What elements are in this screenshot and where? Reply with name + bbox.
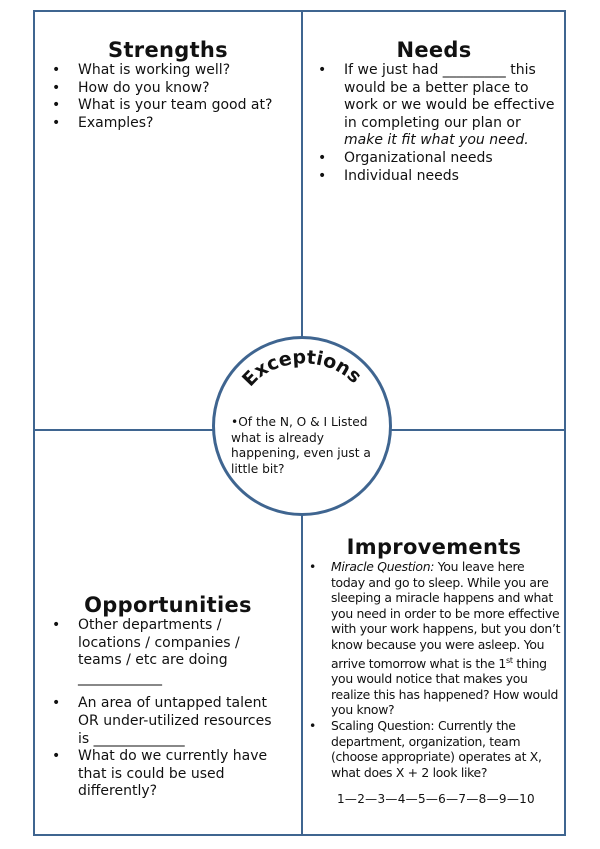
- opportunities-section: Opportunities Other departments / locati…: [36, 593, 300, 801]
- list-item: What do we currently have that is could …: [52, 748, 282, 801]
- superscript: st: [506, 655, 513, 665]
- strengths-title: Strengths: [108, 38, 228, 62]
- needs-text: If we just had _________ this would be a…: [344, 62, 555, 131]
- list-item: Individual needs: [318, 168, 557, 186]
- needs-section: Needs If we just had _________ this woul…: [303, 38, 565, 185]
- list-item: An area of untapped talent OR under-util…: [52, 695, 282, 748]
- improvements-title: Improvements: [346, 535, 522, 559]
- svg-text:Exceptions: Exceptions: [238, 346, 366, 391]
- list-item: Organizational needs: [318, 150, 557, 168]
- improvements-list: Miracle Question: You leave here today a…: [303, 559, 565, 780]
- worksheet-frame: [33, 10, 566, 836]
- strengths-section: Strengths What is working well? How do y…: [36, 38, 300, 132]
- list-item: What is your team good at?: [52, 97, 300, 115]
- miracle-label: Miracle Question:: [331, 559, 435, 574]
- list-item: If we just had _________ this would be a…: [318, 62, 557, 150]
- scale-line: 1—2—3—4—5—6—7—8—9—10: [337, 792, 535, 807]
- list-item: Examples?: [52, 115, 300, 133]
- improvements-section: Improvements Miracle Question: You leave…: [303, 535, 565, 806]
- needs-italic-text: make it fit what you need.: [344, 132, 529, 149]
- exceptions-circle: Exceptions •Of the N, O & I Listed what …: [212, 336, 392, 516]
- opportunities-list: Other departments / locations / companie…: [36, 617, 300, 801]
- list-item: What is working well?: [52, 62, 300, 80]
- exceptions-arc-title: Exceptions: [238, 346, 366, 391]
- strengths-list: What is working well? How do you know? W…: [36, 62, 300, 132]
- exceptions-title: Exceptions: [238, 346, 366, 391]
- needs-list: If we just had _________ this would be a…: [303, 62, 565, 185]
- list-item: Other departments / locations / companie…: [52, 617, 282, 687]
- miracle-text: You leave here today and go to sleep. Wh…: [331, 559, 561, 671]
- list-item: How do you know?: [52, 80, 300, 98]
- list-item: Miracle Question: You leave here today a…: [309, 559, 561, 718]
- opportunities-title: Opportunities: [84, 593, 252, 617]
- needs-title: Needs: [396, 38, 472, 62]
- list-item: Scaling Question: Currently the departme…: [309, 718, 561, 780]
- miracle-text-end: thing you would notice that makes you re…: [331, 655, 559, 718]
- exceptions-text: •Of the N, O & I Listed what is already …: [231, 415, 371, 476]
